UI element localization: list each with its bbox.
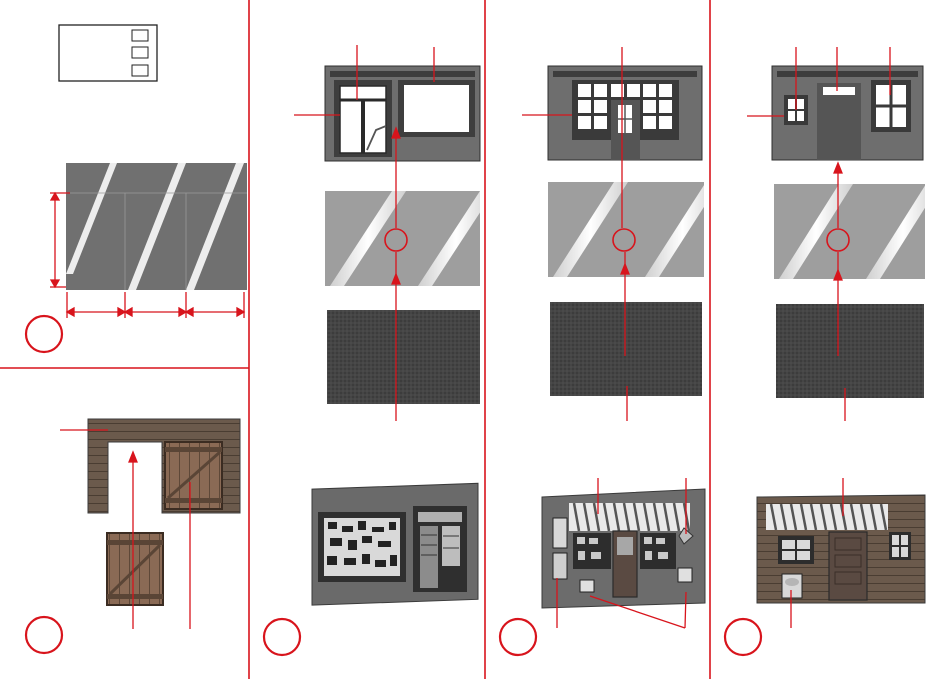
- bakery-frame-part: [548, 66, 702, 160]
- house-frame-part: [772, 66, 923, 160]
- garage-door-part: [107, 533, 163, 605]
- step-circle-shop-front: [264, 619, 300, 655]
- shop-frame-part: [325, 66, 480, 161]
- backing-plate: [550, 302, 702, 396]
- glazing-sheet: [774, 184, 940, 279]
- finished-shop-front: [312, 483, 478, 605]
- step-circle-bakery-front: [500, 619, 536, 655]
- finished-house-front: [757, 495, 925, 603]
- step-circle-house-front: [725, 619, 761, 655]
- step-circle-panel-cutting: [26, 316, 62, 352]
- backing-plate: [327, 310, 480, 404]
- material-legend-box: [59, 25, 157, 81]
- backing-plate: [776, 304, 924, 398]
- garage-frame-part: [88, 419, 240, 513]
- step-circle-garage-door: [26, 617, 62, 653]
- glazing-sheet: [325, 191, 494, 286]
- glazing-sheet: [548, 182, 720, 277]
- panel-cut-diagram: [50, 163, 247, 318]
- finished-bakery-front: [542, 489, 705, 608]
